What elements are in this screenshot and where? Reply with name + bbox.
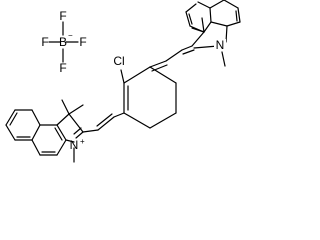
polymethine-bridge-right — [149, 45, 195, 72]
chemical-structure-diagram: B − F F F F N + — [5, 0, 241, 163]
boron-charge: − — [68, 31, 73, 40]
chlorine-atom: Cl — [113, 54, 124, 68]
right-benzindoline-unit: N — [185, 0, 241, 67]
boron-atom: B — [59, 35, 67, 49]
fluorine-atom-left: F — [41, 35, 48, 49]
polymethine-bridge — [82, 112, 125, 133]
fluorine-atom-top: F — [59, 9, 66, 23]
nitrogen-atom-left: N — [70, 138, 79, 152]
fluorine-atom-bottom: F — [59, 61, 66, 75]
fluorine-atom-right: F — [79, 35, 86, 49]
left-benzindolium-unit: N + — [5, 99, 85, 163]
nitrogen-atom-right: N — [216, 38, 225, 52]
tetrafluoroborate-anion: B − F F F F — [41, 9, 86, 75]
nitrogen-left-charge: + — [80, 137, 85, 146]
